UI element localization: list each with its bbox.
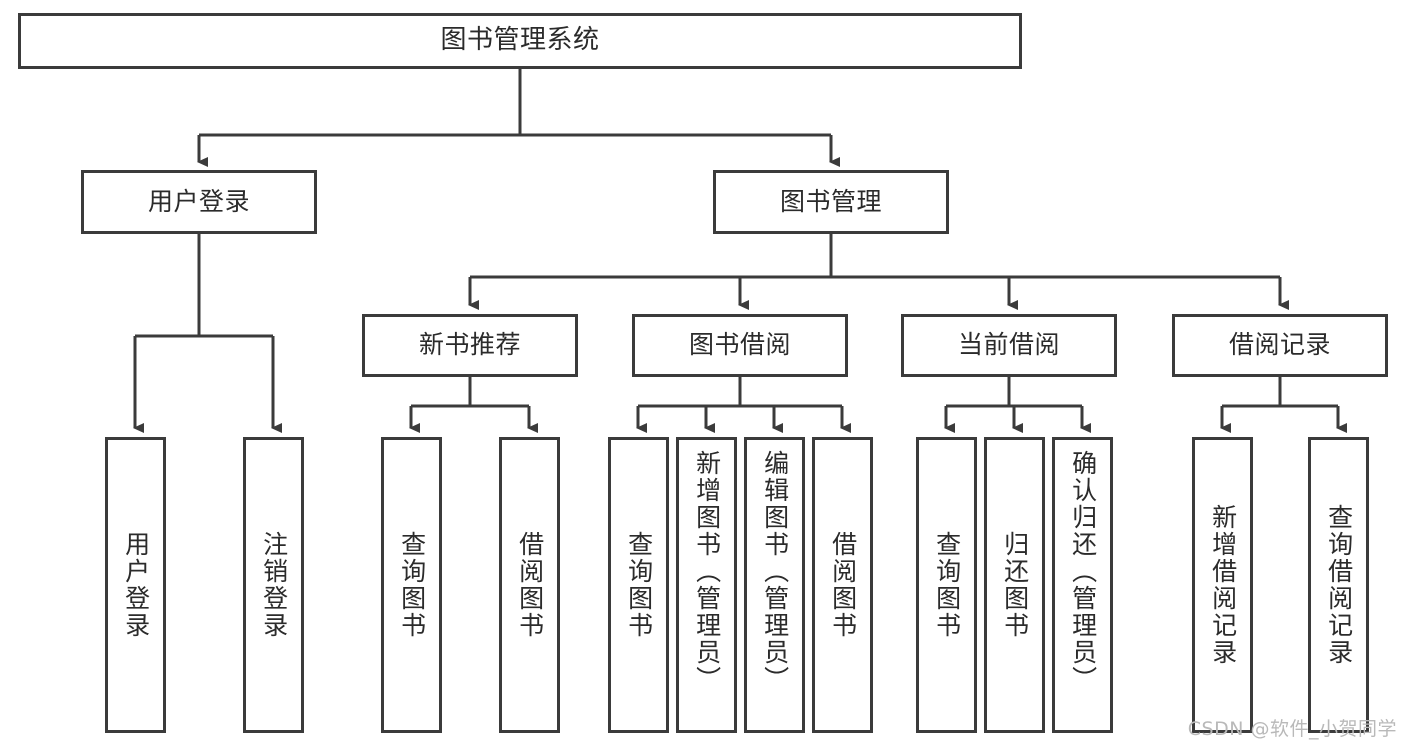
node-label: 归还图书 [1000,531,1030,639]
node-book-borrow[interactable]: 图书借阅 [632,314,848,377]
leaf-current-borrow-return-book[interactable]: 归还图书 [984,437,1045,733]
node-label: 用户登录 [121,531,151,639]
node-current-borrow[interactable]: 当前借阅 [901,314,1117,377]
leaf-book-borrow-query-book[interactable]: 查询图书 [608,437,669,733]
leaf-new-book-query-book[interactable]: 查询图书 [381,437,442,733]
node-root-book-management-system[interactable]: 图书管理系统 [18,13,1022,69]
leaf-borrow-record-query-record[interactable]: 查询借阅记录 [1308,437,1369,733]
node-label: 图书管理系统 [440,25,600,56]
leaf-book-borrow-edit-book-admin[interactable]: 编辑图书（管理员） [744,437,805,733]
leaf-borrow-record-add-record[interactable]: 新增借阅记录 [1192,437,1253,733]
node-label: 借阅记录 [1228,330,1331,360]
leaf-user-login-logout[interactable]: 注销登录 [243,437,304,733]
node-label: 图书借阅 [688,330,791,360]
node-borrow-record[interactable]: 借阅记录 [1172,314,1388,377]
node-label: 注销登录 [259,531,289,639]
node-label: 查询图书 [397,531,427,639]
node-label: 新增图书（管理员） [692,450,722,693]
node-user-login[interactable]: 用户登录 [81,170,317,234]
leaf-current-borrow-confirm-return-admin[interactable]: 确认归还（管理员） [1052,437,1113,733]
node-label: 借阅图书 [828,531,858,639]
node-book-management[interactable]: 图书管理 [713,170,949,234]
node-label: 新增借阅记录 [1208,504,1238,666]
leaf-book-borrow-borrow-book[interactable]: 借阅图书 [812,437,873,733]
leaf-user-login-login[interactable]: 用户登录 [105,437,166,733]
node-label: 查询图书 [624,531,654,639]
leaf-current-borrow-query-book[interactable]: 查询图书 [916,437,977,733]
leaf-new-book-borrow-book[interactable]: 借阅图书 [499,437,560,733]
node-label: 用户登录 [147,186,250,216]
node-label: 新书推荐 [418,330,521,360]
node-label: 确认归还（管理员） [1068,450,1098,693]
leaf-book-borrow-add-book-admin[interactable]: 新增图书（管理员） [676,437,737,733]
node-label: 当前借阅 [957,330,1060,360]
node-new-book-recommend[interactable]: 新书推荐 [362,314,578,377]
watermark-text: CSDN @软件_小贺同学 [1187,718,1397,740]
node-label: 借阅图书 [515,531,545,639]
node-label: 查询图书 [932,531,962,639]
node-label: 查询借阅记录 [1324,504,1354,666]
node-label: 图书管理 [779,186,882,216]
node-label: 编辑图书（管理员） [760,450,790,693]
